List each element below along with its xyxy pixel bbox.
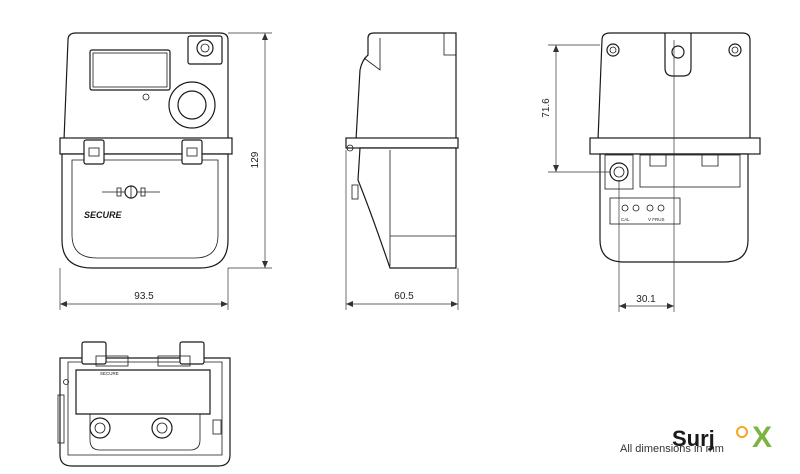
sun-icon xyxy=(736,426,748,438)
terminal-label-1: CAL xyxy=(621,217,630,222)
footer-note: All dimensions in mm xyxy=(620,443,724,455)
bottom-brand-label: SECURE xyxy=(100,371,119,376)
logo-x-mark: X xyxy=(752,421,772,454)
front-width-dimension: 93.5 xyxy=(59,268,229,310)
front-height-dimension: 129 xyxy=(228,32,272,269)
side-width-dimension: 60.5 xyxy=(345,150,459,310)
back-height-value: 71.6 xyxy=(541,98,552,118)
front-brand-label: SECURE xyxy=(84,210,123,220)
back-offset-value: 30.1 xyxy=(636,294,656,305)
front-view: SECURE xyxy=(59,32,233,269)
back-offset-dimension: 30.1 xyxy=(618,40,675,312)
terminal-label-2: V FRUS xyxy=(648,217,665,222)
front-height-value: 129 xyxy=(250,151,261,168)
front-width-value: 93.5 xyxy=(134,291,154,302)
side-width-value: 60.5 xyxy=(394,291,414,302)
side-view xyxy=(345,32,459,269)
bottom-view: SECURE xyxy=(57,341,231,467)
back-height-dimension: 71.6 xyxy=(541,44,610,173)
footer: All dimensions in mm Surj X xyxy=(620,421,772,455)
logo-text: Surj xyxy=(672,426,715,451)
back-view: CAL V FRUS xyxy=(589,32,761,263)
